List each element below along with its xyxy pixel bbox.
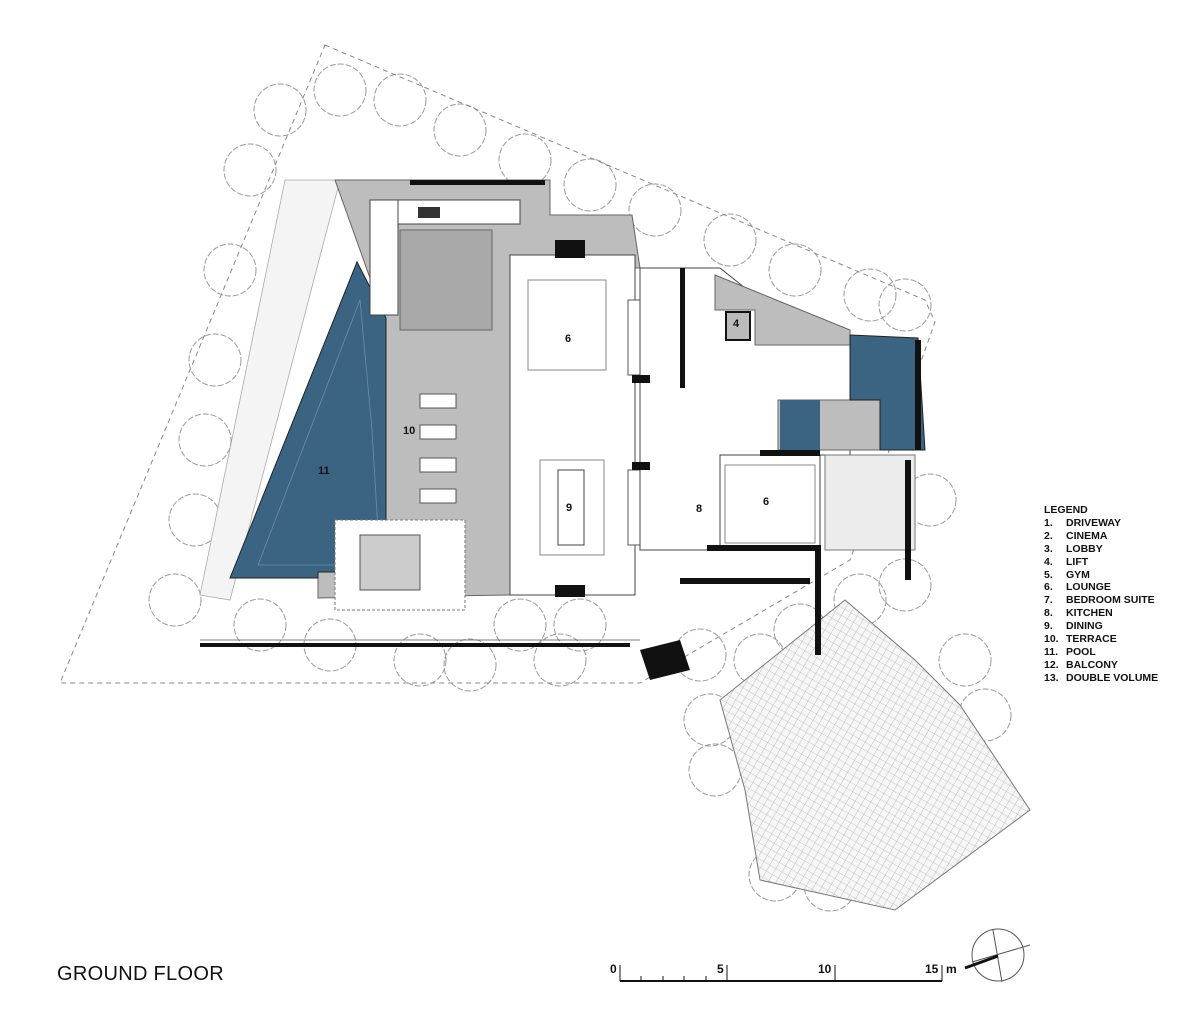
legend-label: LOBBY — [1066, 542, 1103, 555]
tree-icon — [148, 573, 202, 627]
legend-label: POOL — [1066, 645, 1096, 658]
scale-tick-15: 15 — [925, 962, 939, 976]
tree-icon — [878, 278, 932, 332]
legend-item: 2. CINEMA — [1044, 530, 1158, 543]
tree-icon — [498, 133, 552, 187]
tree-icon — [553, 598, 607, 652]
north-arrow-icon — [964, 928, 1031, 983]
tree-icon — [628, 183, 682, 237]
tree-icon — [433, 103, 487, 157]
scale-unit: m — [946, 962, 957, 976]
room-label-suite-lounge: 6 — [763, 496, 769, 508]
legend-item: 1. DRIVEWAY — [1044, 517, 1158, 530]
legend-item: 8. KITCHEN — [1044, 607, 1158, 620]
tree-icon — [938, 633, 992, 687]
legend-label: TERRACE — [1066, 633, 1117, 646]
legend-heading: LEGEND — [1044, 504, 1088, 516]
gym-area — [714, 274, 851, 346]
scale-tick-0: 0 — [610, 962, 617, 976]
legend-number: 8. — [1044, 607, 1053, 620]
legend-item: 9. DINING — [1044, 620, 1158, 633]
legend-number: 6. — [1044, 581, 1053, 594]
legend-item: 4. LIFT — [1044, 556, 1158, 569]
tree-icon — [393, 633, 447, 687]
legend-item: 13. DOUBLE VOLUME — [1044, 672, 1158, 685]
paved-courtyard — [719, 599, 1031, 911]
tree-icon — [223, 143, 277, 197]
dining-table-area — [539, 459, 605, 556]
legend-item: 12. BALCONY — [1044, 659, 1158, 672]
legend-label: BEDROOM SUITE — [1066, 594, 1155, 607]
legend-number: 9. — [1044, 620, 1053, 633]
scale-tick-5: 5 — [717, 962, 724, 976]
tree-icon — [493, 598, 547, 652]
outdoor-dining — [399, 229, 493, 331]
legend-number: 10. — [1044, 633, 1059, 646]
legend-item: 11. POOL — [1044, 646, 1158, 659]
legend-item: 3. LOBBY — [1044, 543, 1158, 556]
room-label-kitchen: 8 — [696, 503, 702, 515]
legend-label: LIFT — [1066, 555, 1089, 568]
room-label-pool: 11 — [318, 465, 330, 477]
legend-item: 5. GYM — [1044, 569, 1158, 582]
legend-item: 7. BEDROOM SUITE — [1044, 594, 1158, 607]
legend-number: 13. — [1044, 671, 1059, 684]
room-label-lift: 4 — [733, 318, 740, 330]
legend-label: DRIVEWAY — [1066, 516, 1122, 529]
legend-label: GYM — [1066, 568, 1090, 581]
tree-icon — [843, 268, 897, 322]
legend-label: LOUNGE — [1066, 581, 1111, 594]
scale-bar — [619, 965, 943, 982]
legend-label: DOUBLE VOLUME — [1066, 671, 1159, 684]
legend-label: BALCONY — [1066, 658, 1118, 671]
tree-icon — [178, 413, 232, 467]
tree-icon — [703, 213, 757, 267]
tree-icon — [688, 743, 742, 797]
tree-icon — [373, 73, 427, 127]
legend-number: 7. — [1044, 594, 1053, 607]
water-feature — [849, 334, 926, 451]
scale-tick-10: 10 — [818, 962, 832, 976]
driveway-hatch — [199, 179, 341, 601]
legend-number: 4. — [1044, 555, 1053, 568]
tree-icon — [768, 243, 822, 297]
site-boundary — [59, 44, 936, 684]
legend-number: 2. — [1044, 529, 1053, 542]
legend-number: 11. — [1044, 645, 1059, 658]
legend-number: 3. — [1044, 542, 1053, 555]
legend-label: KITCHEN — [1066, 607, 1113, 620]
room-label-lounge: 6 — [565, 333, 571, 345]
lift — [725, 311, 751, 341]
legend-number: 5. — [1044, 568, 1053, 581]
tree-icon — [203, 243, 257, 297]
loungers — [419, 393, 457, 504]
tree-icon — [233, 598, 287, 652]
legend-item: 6. LOUNGE — [1044, 581, 1158, 594]
legend-label: DINING — [1066, 620, 1103, 633]
legend-item: 10. TERRACE — [1044, 633, 1158, 646]
tree-icon — [563, 158, 617, 212]
room-label-dining: 9 — [566, 502, 572, 514]
room-label-terrace: 10 — [403, 425, 415, 437]
tree-icon — [188, 333, 242, 387]
walls — [200, 180, 921, 680]
tree-icon — [313, 63, 367, 117]
legend-number: 12. — [1044, 658, 1059, 671]
legend-number: 1. — [1044, 516, 1053, 529]
tree-icon — [443, 638, 497, 692]
drawing-title: GROUND FLOOR — [57, 963, 224, 985]
tree-icon — [533, 633, 587, 687]
tree-icon — [253, 83, 307, 137]
legend-label: CINEMA — [1066, 529, 1108, 542]
